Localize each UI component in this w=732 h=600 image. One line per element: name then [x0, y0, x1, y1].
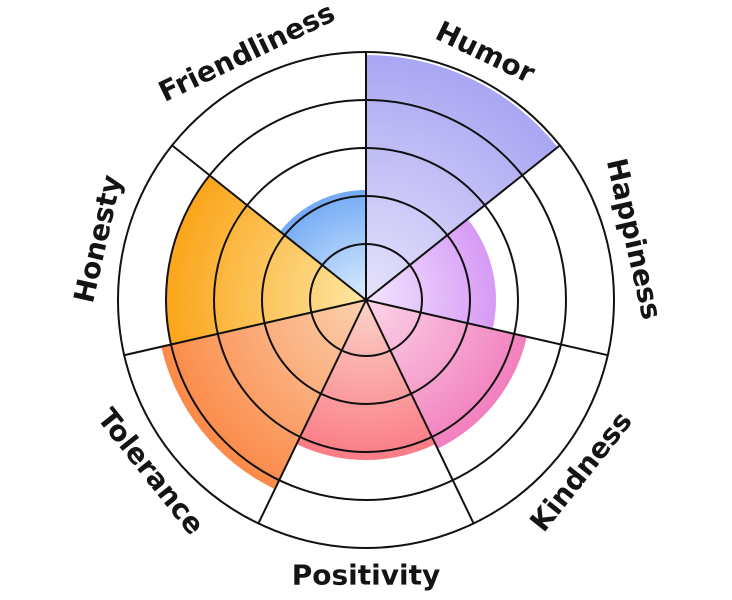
wedge-tolerance: [161, 300, 366, 490]
wedge-happiness: [366, 218, 496, 329]
label-friendliness: Friendliness: [153, 0, 340, 109]
sector-divider-4: [365, 299, 475, 525]
wedge-layer: [161, 55, 558, 490]
wedge-kindness: [366, 300, 527, 449]
sector-divider-2: [365, 144, 561, 301]
spoke-layer: [123, 51, 609, 525]
sector-divider-7: [171, 144, 367, 301]
wedge-honesty: [165, 175, 366, 345]
sector-divider-5: [257, 299, 367, 525]
wedge-humor: [366, 55, 558, 300]
wedge-positivity: [296, 300, 436, 461]
label-positivity: Positivity: [292, 559, 441, 592]
label-happiness: Happiness: [600, 155, 669, 323]
sector-divider-6: [123, 299, 367, 357]
sector-divider-3: [365, 299, 609, 357]
